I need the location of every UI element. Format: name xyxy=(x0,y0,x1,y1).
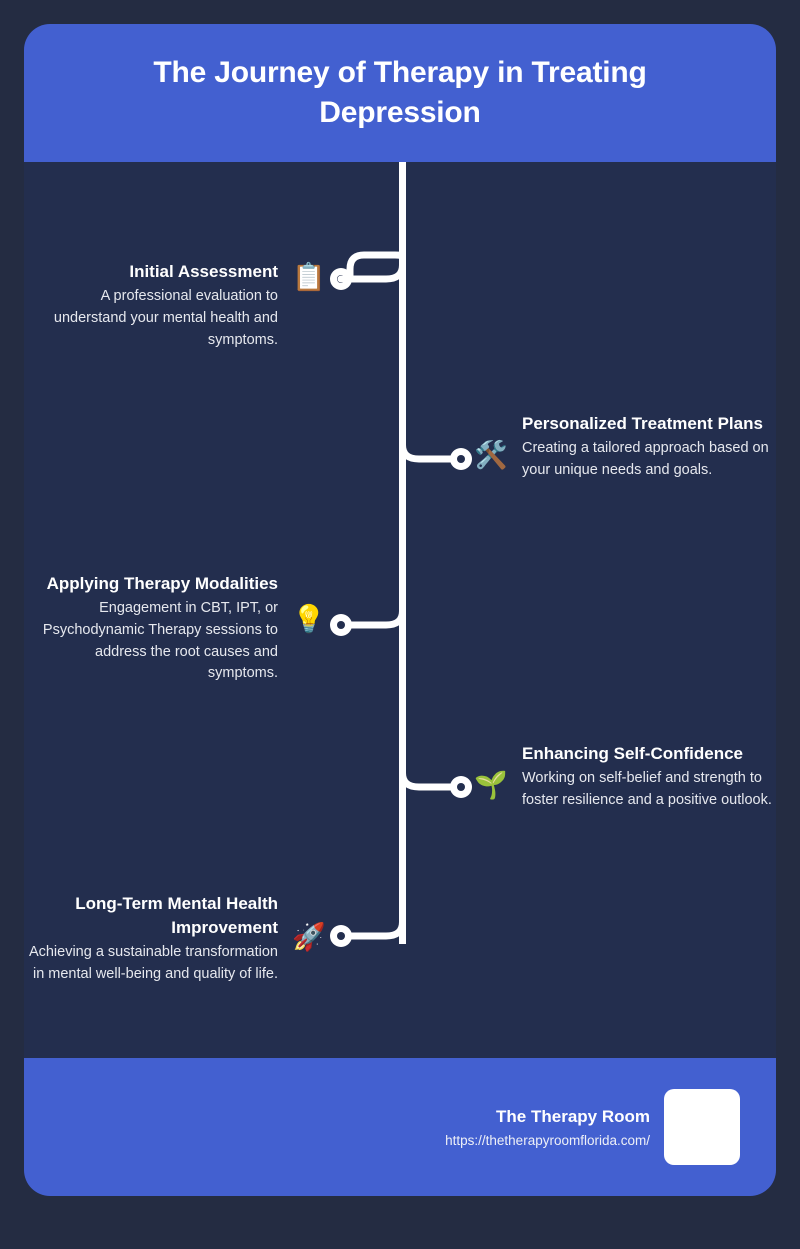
footer-brand-name: The Therapy Room xyxy=(496,1106,650,1126)
node-hole-step-1 xyxy=(337,275,345,283)
node-step-1 xyxy=(330,268,352,290)
seedling-icon: 🌱 xyxy=(474,770,508,800)
step-title: Initial Assessment xyxy=(129,262,278,281)
timeline-step-applying-therapy-modalities[interactable]: Applying Therapy Modalities Engagement i… xyxy=(24,572,326,685)
footer-website-url[interactable]: https://thetherapyroomflorida.com/ xyxy=(445,1132,650,1148)
connector-arm-step-4 xyxy=(399,769,465,791)
step-text-block: Long-Term Mental Health Improvement Achi… xyxy=(28,892,278,986)
node-step-4 xyxy=(450,776,472,798)
footer-text-block: The Therapy Room https://thetherapyroomf… xyxy=(445,1105,650,1149)
step-title: Applying Therapy Modalities xyxy=(46,574,278,593)
step-title: Personalized Treatment Plans xyxy=(522,414,763,433)
connector-arm-step-1 xyxy=(337,261,406,283)
connector-step-1 xyxy=(346,251,406,283)
timeline-step-long-term-mental-health-improvement[interactable]: Long-Term Mental Health Improvement Achi… xyxy=(24,892,326,986)
step-text-block: Applying Therapy Modalities Engagement i… xyxy=(28,572,278,685)
step-text-block: Personalized Treatment Plans Creating a … xyxy=(522,412,772,482)
connector-arm-step-2 xyxy=(399,441,465,463)
step-text-block: Enhancing Self-Confidence Working on sel… xyxy=(522,742,772,812)
step-description: Working on self-belief and strength to f… xyxy=(522,770,772,808)
hammer-and-wrench-icon: 🛠️ xyxy=(474,440,508,470)
page-title: The Journey of Therapy in Treating Depre… xyxy=(153,56,647,129)
step-description: Engagement in CBT, IPT, or Psychodynamic… xyxy=(42,600,278,682)
clipboard-icon: 📋 xyxy=(292,262,326,292)
node-hole-step-3 xyxy=(337,621,345,629)
timeline-step-initial-assessment[interactable]: Initial Assessment A professional evalua… xyxy=(24,260,326,351)
step-text-block: Initial Assessment A professional evalua… xyxy=(28,260,278,351)
header-banner: The Journey of Therapy in Treating Depre… xyxy=(24,24,776,162)
timeline-step-enhancing-self-confidence[interactable]: 🌱 Enhancing Self-Confidence Working on s… xyxy=(474,742,776,812)
step-title: Enhancing Self-Confidence xyxy=(522,744,744,763)
node-hole-step-4 xyxy=(457,783,465,791)
rocket-icon: 🚀 xyxy=(292,922,326,952)
brand-logo-placeholder xyxy=(664,1089,740,1165)
infographic-card: The Journey of Therapy in Treating Depre… xyxy=(24,24,776,1196)
step-title: Long-Term Mental Health Improvement xyxy=(75,894,278,938)
footer-banner: The Therapy Room https://thetherapyroomf… xyxy=(24,1058,776,1196)
node-hole-step-5 xyxy=(337,932,345,940)
node-step-2 xyxy=(450,448,472,470)
connector-arm-step-5 xyxy=(337,918,406,940)
node-hole-step-2 xyxy=(457,455,465,463)
node-step-3 xyxy=(330,614,352,636)
step-description: Creating a tailored approach based on yo… xyxy=(522,440,769,478)
step-description: A professional evaluation to understand … xyxy=(53,288,278,348)
step-description: Achieving a sustainable transformation i… xyxy=(28,944,278,982)
node-step-5 xyxy=(330,925,352,947)
light-bulb-icon: 💡 xyxy=(292,604,326,634)
connector-arm-step-3 xyxy=(337,607,406,629)
timeline-step-personalized-treatment-plans[interactable]: 🛠️ Personalized Treatment Plans Creating… xyxy=(474,412,776,482)
